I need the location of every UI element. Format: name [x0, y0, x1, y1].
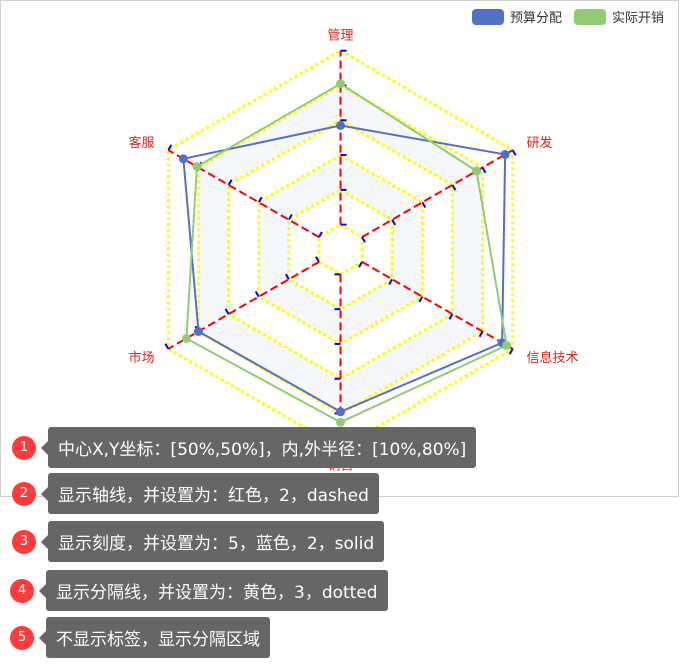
series-point-actual	[336, 79, 345, 89]
axis-tick	[448, 313, 454, 320]
annotation-number: 1	[12, 435, 36, 460]
axis-tick	[224, 308, 230, 315]
axis-tick	[391, 219, 397, 226]
axis-tick	[287, 213, 293, 221]
axis-name: 研发	[527, 135, 553, 151]
radar-chart: 管理研发信息技术销售市场客服	[128, 29, 579, 474]
series-point-budget	[178, 154, 188, 164]
axis-name: 客服	[128, 135, 154, 151]
axis-tick	[451, 184, 457, 191]
annotation-number: 5	[10, 625, 34, 650]
legend: 预算分配 实际开销	[471, 7, 664, 26]
annotation-1: 1 中心X,Y坐标：[50%,50%]，内,外半径：[10%,80%]	[12, 427, 477, 468]
axis-name: 信息技术	[527, 350, 579, 366]
series-point-budget	[500, 149, 510, 159]
annotation-2: 2 显示轴线，并设置为：红色，2，dashed	[12, 473, 379, 514]
annotation-text: 不显示标签，显示分隔区域	[39, 617, 270, 658]
legend-item-actual[interactable]: 实际开销	[573, 7, 664, 26]
axis-line	[361, 261, 514, 350]
axis-tick	[164, 343, 170, 350]
axis-line	[167, 261, 320, 350]
axis-name: 市场	[128, 350, 154, 366]
axis-tick	[418, 296, 424, 303]
legend-label-actual: 实际开销	[611, 11, 664, 26]
annotation-text: 中心X,Y坐标：[50%,50%]，内,外半径：[10%,80%]	[40, 427, 477, 468]
axis-tick	[421, 201, 427, 208]
annotation-text: 显示分隔线，并设置为：黄色，3，dotted	[39, 570, 388, 611]
legend-item-budget[interactable]: 预算分配	[471, 7, 562, 26]
series-point-actual	[192, 162, 202, 172]
split-area	[258, 155, 423, 344]
series-point-budget	[336, 120, 345, 130]
series-point-actual	[472, 166, 482, 176]
axis-tick	[478, 331, 484, 338]
annotation-text: 显示刻度，并设置为：5，蓝色，2，solid	[40, 521, 385, 562]
annotation-5: 5 不显示标签，显示分隔区域	[10, 617, 270, 658]
series-point-actual	[502, 340, 512, 350]
axis-line	[361, 149, 514, 238]
axis-tick	[358, 261, 363, 268]
legend-swatch-actual	[573, 8, 606, 25]
series-point-actual	[336, 417, 345, 427]
axis-tick	[167, 144, 173, 151]
annotation-3: 3 显示刻度，并设置为：5，蓝色，2，solid	[12, 521, 385, 562]
annotation-number: 2	[12, 481, 36, 506]
split-area	[288, 189, 393, 310]
axis-tick	[318, 231, 323, 238]
series-point-actual	[181, 333, 191, 343]
axis-tick	[388, 278, 394, 286]
series-point-budget	[336, 407, 345, 417]
annotation-4: 4 显示分隔线，并设置为：黄色，3，dotted	[10, 570, 388, 611]
axis-tick	[361, 236, 366, 243]
axis-tick	[315, 256, 320, 263]
axis-name: 管理	[327, 29, 353, 44]
axis-tick	[481, 166, 487, 174]
series-point-budget	[193, 327, 203, 337]
annotation-text: 显示轴线，并设置为：红色，2，dashed	[41, 473, 379, 514]
axis-tick	[254, 291, 260, 298]
axis-tick	[284, 273, 290, 280]
legend-swatch-budget	[471, 8, 504, 25]
axis-tick	[257, 196, 263, 203]
axis-tick	[508, 348, 514, 355]
annotation-number: 4	[10, 578, 34, 603]
chart-frame: 管理研发信息技术销售市场客服 预算分配 实际开销	[0, 0, 679, 497]
split-area	[228, 120, 453, 379]
axis-tick	[511, 149, 517, 156]
annotation-number: 3	[12, 529, 36, 554]
legend-label-budget: 预算分配	[509, 11, 562, 26]
axis-tick	[227, 179, 233, 186]
